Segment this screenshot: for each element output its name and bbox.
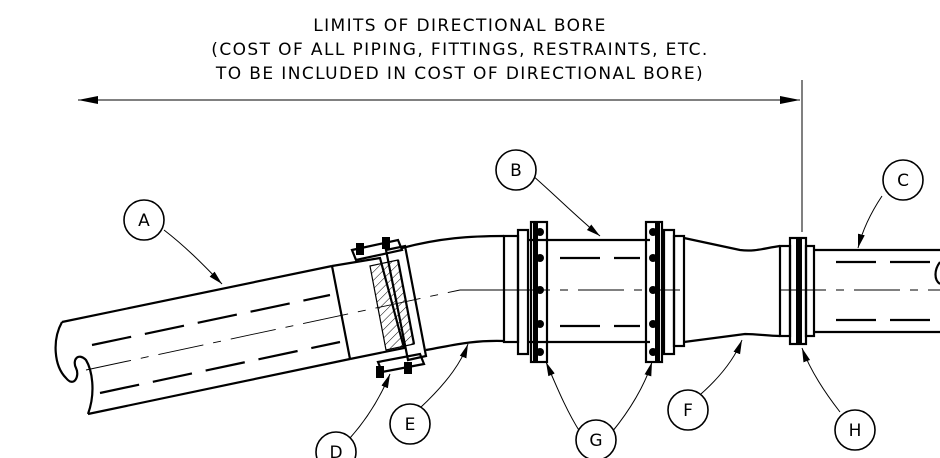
bore-limits-dimension (78, 80, 803, 232)
callout-e: E (389, 403, 431, 445)
svg-text:E: E (405, 415, 416, 435)
callout-f: F (667, 389, 709, 431)
svg-text:G: G (589, 431, 602, 451)
pipe-b (502, 228, 686, 356)
title-line-3: TO BE INCLUDED IN COST OF DIRECTIONAL BO… (215, 64, 705, 84)
callout-leaders (163, 174, 883, 439)
callout-d: D (315, 431, 357, 458)
callout-h: H (834, 409, 876, 451)
svg-text:A: A (138, 211, 150, 231)
coupler-d (350, 237, 428, 378)
svg-text:C: C (897, 171, 909, 191)
coupler-h (778, 236, 816, 346)
restraint-g-right (644, 220, 664, 364)
callout-g: G (575, 419, 617, 458)
svg-text:D: D (329, 443, 342, 458)
svg-text:B: B (510, 161, 522, 181)
restraint-g-left (529, 220, 549, 364)
title-line-1: LIMITS OF DIRECTIONAL BORE (313, 16, 607, 36)
title-line-2: (COST OF ALL PIPING, FITTINGS, RESTRAINT… (211, 40, 709, 60)
pipe-c (780, 248, 940, 334)
reducer-f (683, 236, 781, 344)
svg-text:H: H (849, 421, 862, 441)
callout-a: A (123, 199, 165, 241)
bend-e (401, 234, 505, 352)
callout-b: B (495, 149, 537, 191)
svg-text:F: F (683, 401, 693, 421)
callout-c: C (882, 159, 924, 201)
